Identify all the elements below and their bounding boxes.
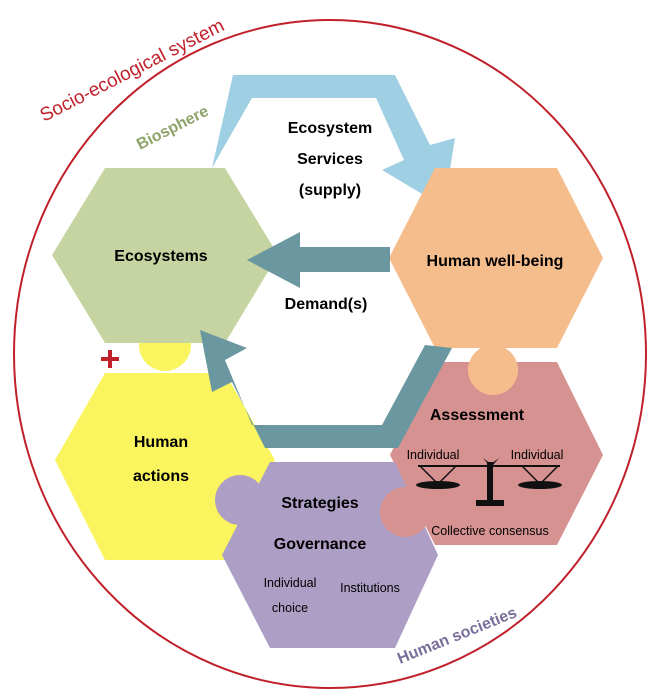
collective-consensus-label: Collective consensus: [431, 524, 548, 538]
human-actions-line-1: Human: [134, 434, 188, 451]
plus-icon: [101, 350, 119, 368]
ecosystems-hexagon: [52, 168, 278, 343]
assessment-hexagon: [390, 362, 603, 545]
wellbeing-puzzle-knob: [468, 345, 518, 395]
governance-puzzle-knob-left: [215, 475, 265, 525]
ecosystems-label: Ecosystems: [114, 248, 207, 265]
biosphere-label: Biosphere: [134, 103, 212, 154]
ecosystem-services-line-2: Services: [297, 151, 363, 168]
individual-choice-line-1: Individual: [264, 576, 317, 590]
human-wellbeing-label: Human well-being: [427, 253, 564, 270]
demand-label: Demand(s): [285, 296, 368, 313]
ecosystem-services-line-3: (supply): [299, 182, 361, 199]
assessment-puzzle-knob-left: [380, 487, 430, 537]
socio-ecological-system-circle: [13, 19, 647, 689]
governance-label: Governance: [274, 536, 367, 553]
ecosystem-services-line-1: Ecosystem: [288, 120, 373, 137]
individual-choice-line-2: choice: [272, 601, 308, 615]
human-wellbeing-hexagon: [389, 168, 603, 348]
supply-arrow: [212, 75, 455, 207]
feedback-arrow: [200, 330, 452, 448]
individual-left-label: Individual: [407, 448, 460, 462]
human-actions-line-2: actions: [133, 468, 189, 485]
institutions-label: Institutions: [340, 581, 400, 595]
individual-right-label: Individual: [511, 448, 564, 462]
demand-arrow: [247, 232, 390, 288]
assessment-label: Assessment: [430, 407, 525, 424]
strategies-label: Strategies: [281, 495, 358, 512]
balance-scale-icon: [416, 458, 562, 506]
